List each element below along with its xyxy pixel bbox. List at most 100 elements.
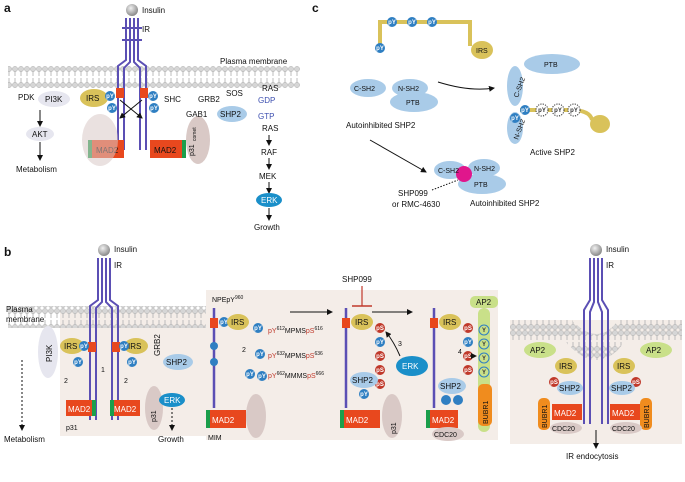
svg-text:pY: pY [408,20,416,26]
insulin-label-b3: Insulin [606,245,629,254]
svg-text:pY: pY [428,20,436,26]
svg-text:pY: pY [149,94,157,100]
active-shp2-label: Active SHP2 [530,148,575,157]
inhibited-shp2-c: C-SH2 N-SH2 PTB [434,159,506,194]
svg-text:MAD2: MAD2 [432,416,455,425]
svg-text:PTB: PTB [544,62,558,69]
svg-text:pY: pY [511,116,519,122]
svg-text:pY: pY [254,326,262,332]
svg-text:pY: pY [256,352,264,358]
sos-label: SOS [226,89,243,98]
svg-text:SHP2: SHP2 [559,384,580,393]
ap2-left-b3 [524,342,556,358]
step-4: 4 [458,349,462,356]
p31comet-a-right [186,116,210,164]
svg-text:BUBR1: BUBR1 [644,405,651,428]
mim-label: MIM [208,435,222,442]
svg-text:BUBR1: BUBR1 [483,401,490,424]
mad2-complex-a-right: MAD2 [150,140,186,158]
svg-text:pS: pS [376,368,384,374]
p31-label-a-right: p31 [189,144,196,156]
svg-text:pY: pY [120,344,128,350]
irs-right-b3 [613,358,635,374]
shp2-label-a: SHP2 [220,110,241,119]
ap2-node-b2 [470,296,498,308]
motif-1: pY612MPMSpS616 [268,326,323,335]
ir-monomer-b2c: IRS pS pY pS pS SHP2 MAD2 CDC20 [426,308,473,441]
membrane-label-b: membrane [6,315,45,324]
b1-shade [60,310,214,436]
svg-text:MAD2: MAD2 [114,405,137,414]
svg-text:pY: pY [521,108,529,114]
py-group-a-right: pY pY [148,91,159,113]
svg-text:SHP2: SHP2 [352,376,373,385]
insulin-receptor-b3 [583,258,609,424]
svg-text:SHP2: SHP2 [611,384,632,393]
svg-text:pY: pY [554,108,562,114]
insulin-ligand-a [126,4,138,16]
svg-text:IRS: IRS [231,318,244,327]
plasma-membrane-a [8,66,300,88]
gab1-label: GAB1 [186,110,208,119]
insulin-label-a: Insulin [142,6,165,15]
motif-2: pY632MPMSpS636 [268,351,323,360]
svg-text:comet: comet [192,127,198,141]
svg-text:C-SH2: C-SH2 [438,168,459,175]
svg-text:CDC20: CDC20 [612,426,635,433]
svg-text:IRS: IRS [443,318,456,327]
py-group-a-left: pY pY [105,91,117,113]
svg-text:pY: pY [80,344,88,350]
cdc20-right-b3 [610,422,642,434]
svg-text:C-SH2: C-SH2 [354,86,375,93]
shc-label: SHC [164,95,181,104]
ras-gdp-label: RAS [262,84,278,93]
svg-text:pS: pS [376,354,384,360]
p31-label-b1: p31 [66,425,78,432]
svg-text:pY: pY [258,374,266,380]
irs-node-a [80,89,108,107]
metabolism-label-a: Metabolism [16,165,57,174]
svg-text:pY: pY [360,392,368,398]
svg-text:AP2: AP2 [476,298,492,307]
insulin-label-b1: Insulin [114,245,137,254]
py-group-b1: pY pY pY pY [73,341,137,367]
svg-text:IRS: IRS [355,318,368,327]
irs-left-b3 [555,358,577,374]
svg-text:pS: pS [632,380,640,386]
plasma-label-b: Plasma [6,305,33,314]
metabolism-label-b: Metabolism [4,435,45,444]
shp2-left-b3 [557,381,583,395]
insulin-ligand-b3 [590,244,602,256]
shp2-node-b1 [163,354,193,370]
shp2-right-b3 [609,381,635,395]
irs-chain-c: IRS pY pY pY pY [375,17,493,59]
step-1-b1: 1 [101,367,105,374]
insulin-receptor-b1 [89,258,119,420]
mad2-complex-b1-right: MAD2 [110,400,140,416]
svg-text:pY: pY [570,108,578,114]
svg-text:pY: pY [376,46,384,52]
growth-label-a: Growth [254,223,280,232]
ir-label-a: IR [142,25,150,34]
svg-text:p31: p31 [151,410,158,422]
erk-node-b2 [396,356,428,376]
ps-left-b3 [549,377,559,387]
ir-monomer-b2b: IRS pS pY pS pS pS SHP2 pY MAD2 p31 [340,308,402,438]
svg-text:IRS: IRS [617,362,630,371]
mad2-right-b3 [610,404,640,420]
svg-text:Y: Y [482,328,486,334]
svg-text:pS: pS [464,368,472,374]
svg-text:MAD2: MAD2 [612,409,635,418]
p31comet-b1-right [145,386,163,430]
grb2-label-b: GRB2 [153,334,162,356]
active-shp2-c: PTB C-SH2 N-SH2 pY pY pY pY pY [507,54,610,144]
shp099-label-b: SHP099 [342,275,372,284]
insulin-ligand-b1 [98,244,110,256]
pi3k-label-b: PI3K [45,344,54,362]
svg-text:PTB: PTB [406,100,420,107]
panel-label-c: c [312,1,319,15]
svg-text:Y: Y [482,356,486,362]
svg-text:N-SH2: N-SH2 [474,166,495,173]
ps-right-b3 [631,377,641,387]
svg-text:MAD2: MAD2 [346,416,369,425]
